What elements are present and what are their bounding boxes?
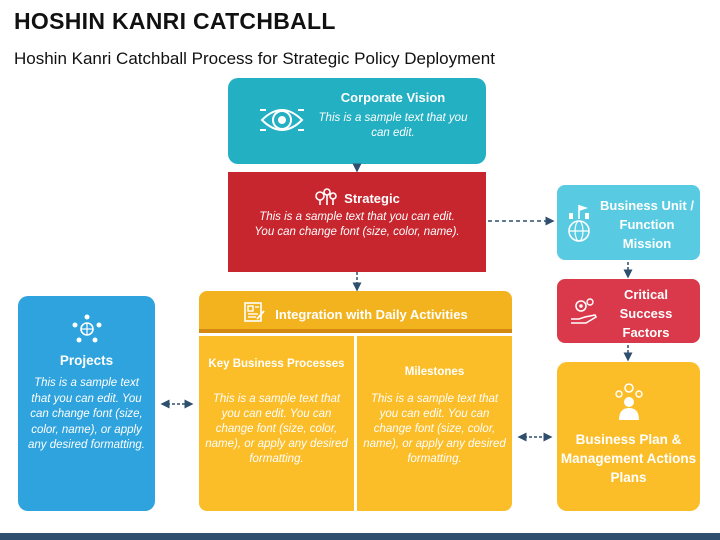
business-unit-title: Business Unit / Function Mission xyxy=(600,198,694,251)
corporate-vision-text: This is a sample text that you can edit. xyxy=(318,112,468,139)
critical-success-factors-box: Critical Success Factors xyxy=(557,279,700,343)
corporate-vision-title: Corporate Vision xyxy=(340,90,446,105)
key-business-text: This is a sample text that you can edit.… xyxy=(205,393,348,465)
page-subtitle: Hoshin Kanri Catchball Process for Strat… xyxy=(14,49,495,68)
team-globe-icon xyxy=(71,314,103,344)
milestones-text: This is a sample text that you can edit.… xyxy=(363,393,506,465)
hand-gears-icon xyxy=(569,297,599,327)
strategic-text: This is a sample text that you can edit.… xyxy=(254,211,460,238)
integration-title: Integration with Daily Activities xyxy=(275,307,468,322)
integration-box: Integration with Daily Activities xyxy=(199,291,512,333)
idea-icon xyxy=(314,186,338,211)
corporate-vision-box: Corporate Vision This is a sample text t… xyxy=(228,78,486,164)
manager-gears-icon xyxy=(613,382,645,422)
key-business-title: Key Business Processes xyxy=(208,358,345,370)
document-chart-icon xyxy=(243,301,265,328)
projects-box: Projects This is a sample text that you … xyxy=(18,296,155,511)
flag-globe-icon xyxy=(564,203,594,243)
eye-icon xyxy=(258,98,306,142)
business-unit-box: Business Unit / Function Mission xyxy=(557,185,700,260)
business-plan-title: Business Plan & Management Actions Plans xyxy=(560,432,697,485)
business-plan-box: Business Plan & Management Actions Plans xyxy=(557,362,700,511)
strategic-title: Strategic xyxy=(344,191,400,206)
csf-title: Critical Success Factors xyxy=(619,287,673,340)
bottom-bar xyxy=(0,533,720,540)
strategic-box: Strategic This is a sample text that you… xyxy=(228,172,486,272)
page-title: HOSHIN KANRI CATCHBALL xyxy=(14,8,336,34)
milestones-box: Milestones This is a sample text that yo… xyxy=(357,336,512,511)
key-business-processes-box: Key Business Processes This is a sample … xyxy=(199,336,354,511)
projects-text: This is a sample text that you can edit.… xyxy=(28,377,145,451)
milestones-title: Milestones xyxy=(404,366,465,378)
projects-title: Projects xyxy=(59,353,114,368)
